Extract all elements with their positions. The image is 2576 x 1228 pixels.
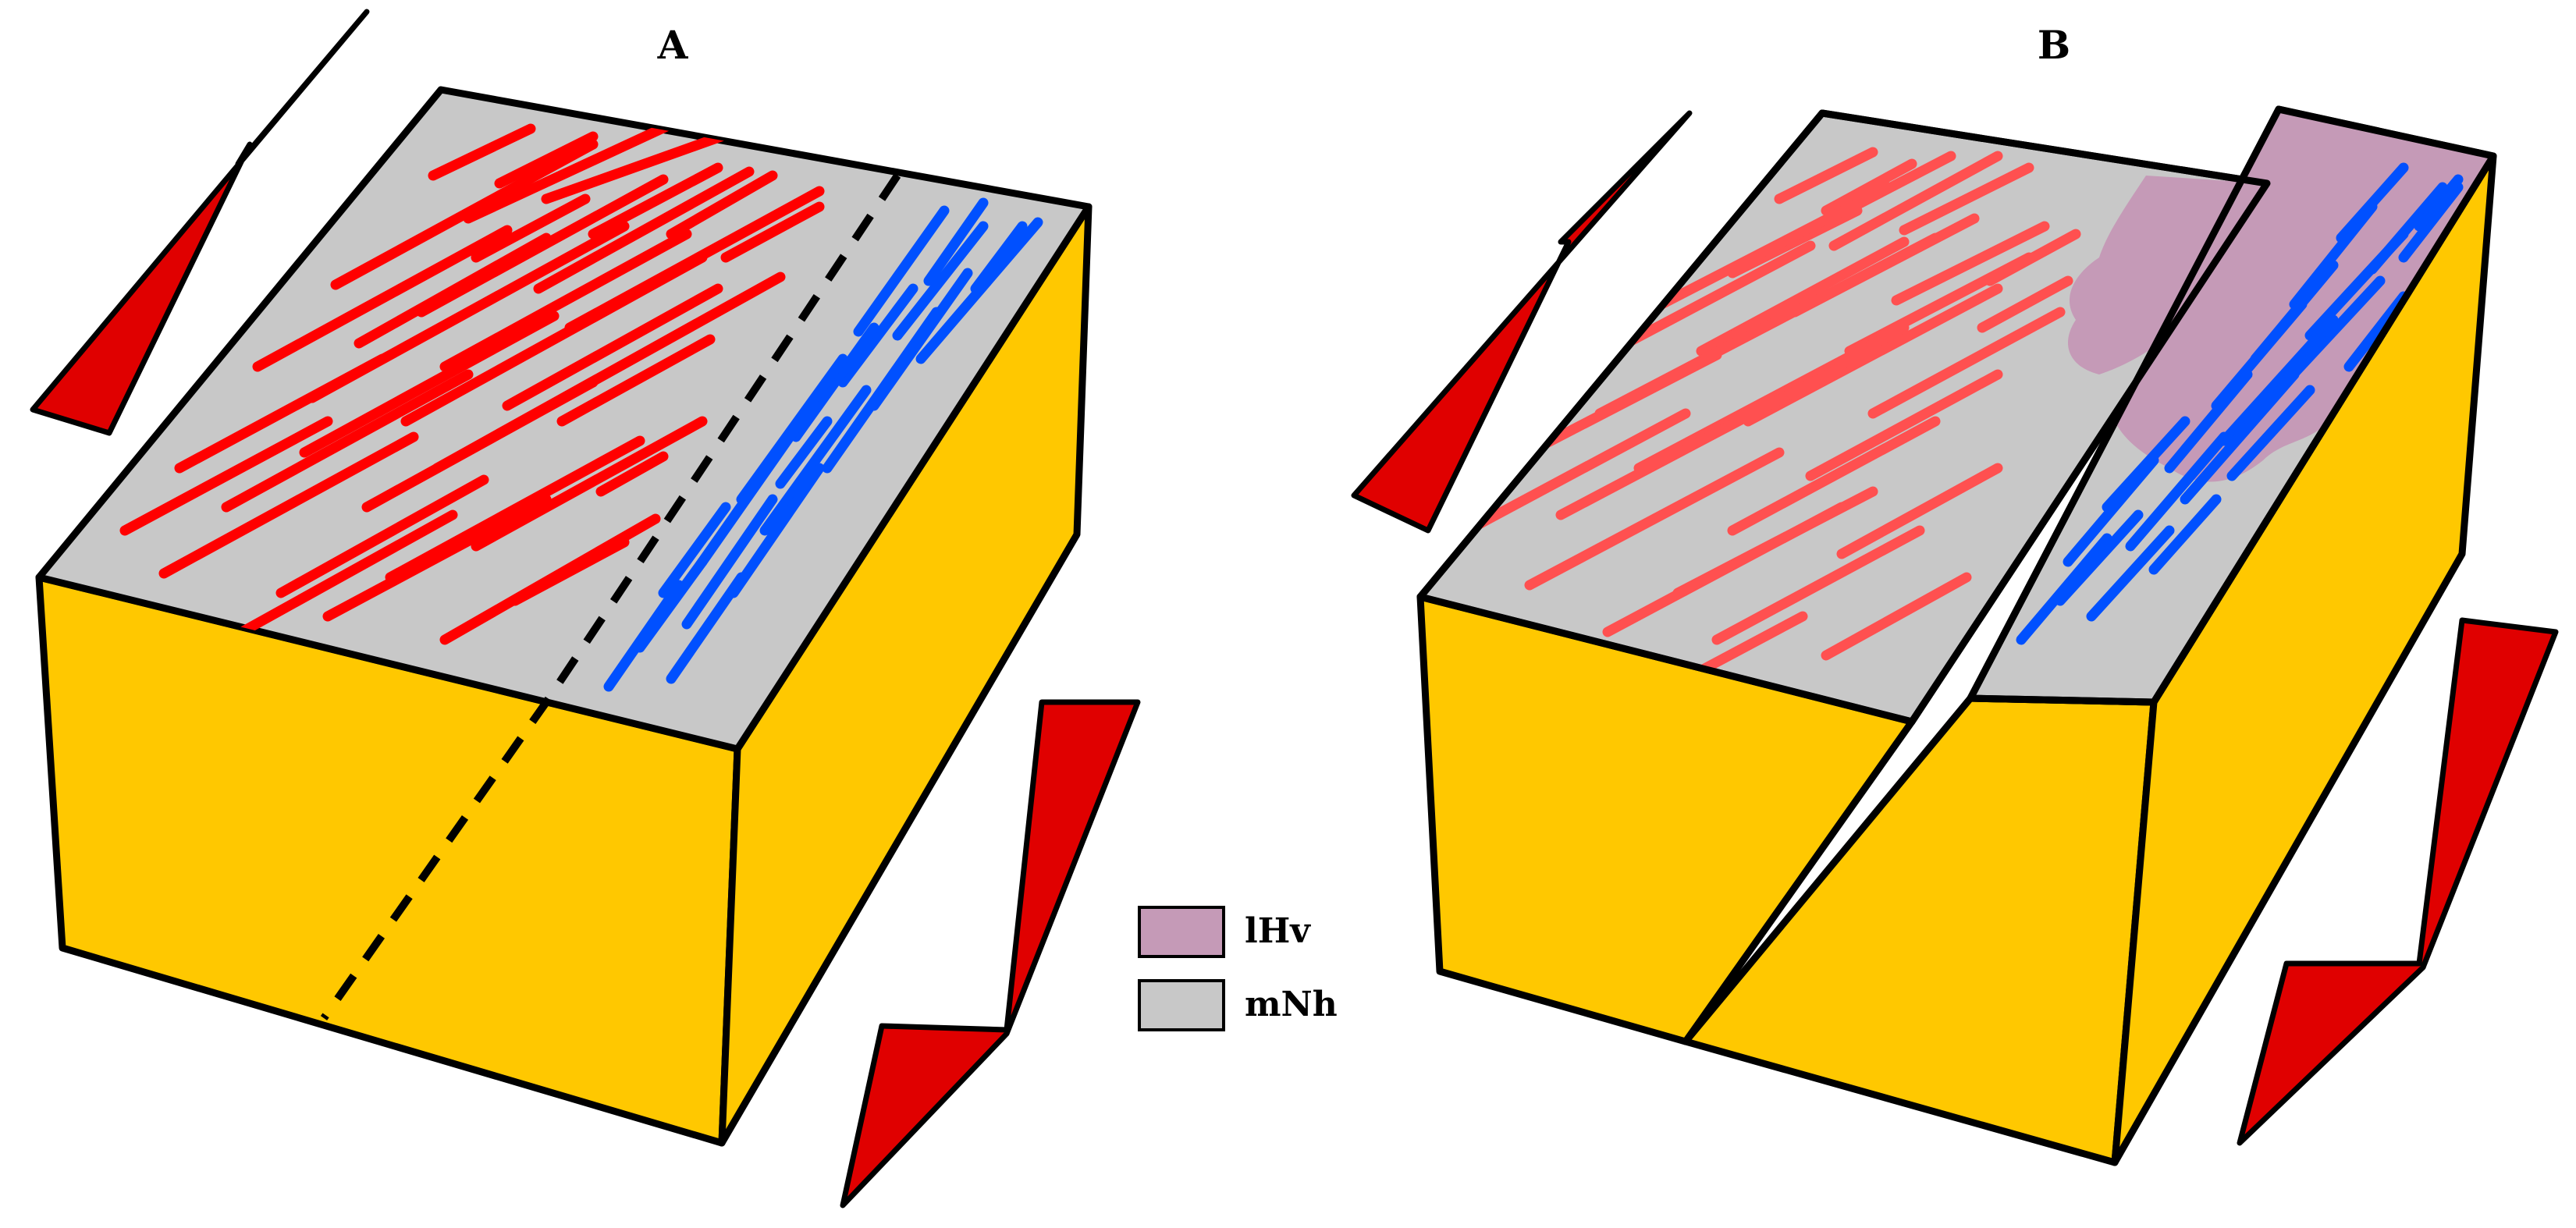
shear-arrow-a-lower (840, 699, 1141, 1208)
red-lineation (119, 416, 333, 536)
red-lineation (502, 283, 723, 411)
block-diagram-b: B (1416, 22, 2497, 1166)
panel-label-a: A (657, 22, 689, 68)
red-lineation (1867, 307, 2066, 419)
blue-lineation (2304, 229, 2409, 341)
blue-lineation (2180, 369, 2300, 505)
red-lineation (1641, 182, 1894, 318)
blue-lineation (2148, 494, 2222, 575)
red-lineation (1696, 236, 1910, 357)
red-lineation (330, 139, 599, 290)
red-lineation (588, 162, 723, 240)
red-lineation (666, 170, 778, 240)
red-lineation (1524, 447, 1785, 591)
red-lineation (463, 112, 692, 224)
block-b-blue-lineations (2016, 162, 2464, 645)
fault-trace-dashed (320, 173, 901, 1020)
red-lineation (533, 166, 755, 294)
blue-lineation (658, 502, 731, 598)
red-lineation (252, 225, 513, 372)
shear-arrow-b-lower (2237, 617, 2559, 1146)
red-lineation (158, 431, 419, 579)
block-diagram-a: A (35, 22, 1093, 1147)
block-a-red-lineations (119, 112, 825, 645)
blue-lineation (892, 221, 989, 341)
blue-lineation (2219, 314, 2339, 446)
blue-lineation (759, 385, 872, 536)
red-lineation (1774, 147, 1878, 204)
blue-lineation (2414, 174, 2464, 232)
red-lineation (354, 232, 552, 349)
red-lineation (1977, 275, 2073, 333)
blue-lineation (822, 307, 942, 474)
blue-lineation (2289, 201, 2378, 310)
red-lineation (556, 334, 716, 427)
block-a-blue-lineations (603, 197, 1043, 692)
red-lineation (1711, 525, 1925, 645)
blue-lineation (2063, 455, 2159, 567)
red-lineation (174, 353, 388, 474)
red-lineation (720, 201, 825, 263)
red-lineation (471, 416, 708, 552)
blue-lineation (697, 400, 817, 567)
blue-lineation (2016, 533, 2112, 645)
blue-lineation (666, 572, 747, 684)
red-lineation (275, 474, 489, 598)
red-lineation (1891, 221, 2050, 306)
red-lineation (439, 229, 692, 372)
legend-label-mnh: mNh (1245, 985, 1338, 1024)
red-lineation (385, 435, 645, 583)
legend-swatch-mnh (1138, 979, 1225, 1031)
red-lineation (400, 252, 708, 427)
red-lineation (1821, 572, 1972, 661)
shear-arrow-a-upper (30, 9, 370, 436)
red-lineation (1836, 463, 2003, 559)
red-lineation (236, 509, 458, 637)
legend-swatch-lhv (1138, 906, 1225, 958)
red-lineation (322, 494, 552, 622)
panel-label-b: B (2038, 22, 2070, 68)
red-lineation (595, 451, 669, 497)
blue-lineation (681, 494, 778, 630)
red-lineation (510, 537, 630, 606)
blue-lineation (837, 283, 918, 388)
red-lineation (221, 369, 474, 513)
blue-lineation (2055, 509, 2144, 606)
legend: lHv mNh (1138, 906, 1338, 1031)
red-lineation (1602, 502, 1847, 637)
blue-lineation (2164, 369, 2253, 474)
block-b-red-lineations (1462, 147, 2081, 684)
blue-lineation (775, 416, 833, 489)
block-b-top-outline-right (1967, 105, 2497, 706)
block-b-top-outline-left (1416, 109, 2271, 726)
legend-label-lhv: lHv (1245, 911, 1311, 951)
red-lineation (1828, 151, 2003, 251)
shear-arrow-b-upper (1351, 110, 1693, 534)
red-lineation (1805, 369, 2003, 481)
blue-lineation (970, 221, 1028, 294)
blue-lineation (791, 322, 879, 442)
blue-lineation (923, 197, 989, 286)
red-lineation (1821, 158, 1917, 216)
blue-lineation (2343, 291, 2409, 372)
red-lineation (299, 311, 560, 458)
red-lineation (1899, 162, 2034, 236)
blue-lineation (2125, 431, 2230, 552)
red-lineation (494, 131, 599, 189)
red-lineation (1462, 408, 1691, 536)
blue-lineation (853, 205, 950, 337)
red-lineation (1555, 361, 1847, 520)
blue-lineation (728, 463, 825, 598)
red-lineation (1727, 416, 1941, 536)
blue-lineation (2398, 182, 2464, 263)
blue-lineation (603, 580, 684, 692)
blue-lineation (2086, 525, 2175, 622)
blue-lineation (2226, 385, 2315, 481)
red-lineation (361, 377, 599, 513)
red-lineation (471, 193, 591, 263)
red-lineation (428, 123, 536, 181)
